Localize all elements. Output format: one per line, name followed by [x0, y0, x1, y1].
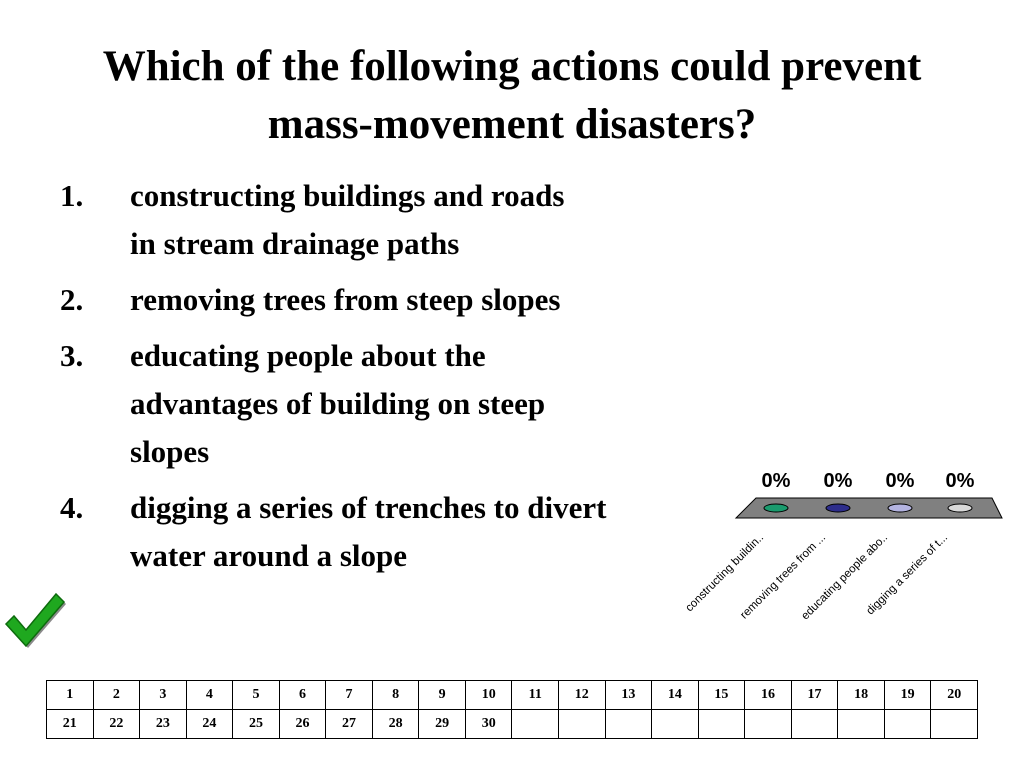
grid-cell	[558, 709, 606, 739]
grid-cell: 19	[883, 680, 932, 710]
chart-bar	[887, 503, 913, 513]
option-number: 2.	[60, 282, 84, 317]
grid-cell: 1	[46, 680, 94, 710]
chart-value-label: 0%	[886, 470, 915, 492]
option-text: removing trees from steep slopes	[130, 282, 561, 317]
question-title: Which of the following actions could pre…	[0, 38, 1024, 154]
grid-cell: 2	[92, 680, 141, 710]
grid-cell: 29	[418, 709, 466, 739]
chart-value-label: 0%	[762, 470, 791, 492]
grid-cell: 8	[371, 680, 420, 710]
answer-option-1[interactable]: 1. constructing buildings and roads in s…	[60, 172, 650, 268]
grid-cell: 26	[278, 709, 327, 739]
grid-cell: 20	[930, 680, 978, 710]
option-text: digging a series of trenches to divert w…	[130, 490, 607, 573]
grid-cell	[744, 709, 792, 739]
grid-cell: 25	[232, 709, 280, 739]
option-text: educating people about the advantages of…	[130, 338, 546, 469]
grid-cell: 12	[558, 680, 606, 710]
response-chart: 0%0%0%0% constructing buildin..removing …	[684, 470, 1003, 622]
grid-cell: 4	[185, 680, 234, 710]
grid-cell	[697, 709, 746, 739]
chart-bar	[947, 503, 973, 513]
title-line-1: Which of the following actions could pre…	[102, 43, 922, 90]
answer-option-3[interactable]: 3. educating people about the advantages…	[60, 332, 650, 476]
chart-floor	[734, 497, 1003, 519]
chart-bar	[825, 503, 851, 513]
grid-cell	[837, 709, 885, 739]
grid-cell: 30	[464, 709, 513, 739]
answer-option-4[interactable]: 4. digging a series of trenches to diver…	[60, 484, 650, 580]
grid-cell	[604, 709, 653, 739]
grid-cell: 10	[464, 680, 513, 710]
title-line-2: mass-movement disasters?	[267, 101, 757, 148]
grid-cell: 7	[325, 680, 373, 710]
grid-cell: 23	[139, 709, 187, 739]
grid-cell: 15	[697, 680, 746, 710]
option-text: constructing buildings and roads in stre…	[130, 178, 565, 261]
option-number: 1.	[60, 178, 84, 213]
grid-cell: 22	[92, 709, 141, 739]
grid-cell	[790, 709, 839, 739]
grid-cell: 16	[744, 680, 792, 710]
chart-value-label: 0%	[946, 470, 975, 492]
grid-cell: 18	[837, 680, 885, 710]
grid-cell	[883, 709, 932, 739]
option-number: 3.	[60, 338, 84, 373]
grid-cell: 28	[371, 709, 420, 739]
grid-cell	[511, 709, 560, 739]
grid-cell: 13	[604, 680, 653, 710]
grid-cell: 3	[139, 680, 187, 710]
answer-option-2[interactable]: 2. removing trees from steep slopes	[60, 276, 650, 324]
grid-cell	[651, 709, 699, 739]
grid-cell: 21	[46, 709, 94, 739]
grid-cell	[930, 709, 978, 739]
grid-cell: 24	[185, 709, 234, 739]
grid-cell: 9	[418, 680, 466, 710]
grid-cell: 14	[651, 680, 699, 710]
answer-options: 1. constructing buildings and roads in s…	[60, 172, 650, 588]
grid-cell: 6	[278, 680, 327, 710]
grid-cell: 27	[325, 709, 373, 739]
chart-value-label: 0%	[824, 470, 853, 492]
option-number: 4.	[60, 490, 84, 525]
chart-bar	[763, 503, 789, 513]
grid-cell: 17	[790, 680, 839, 710]
checkmark-icon	[4, 592, 66, 648]
grid-cell: 11	[511, 680, 560, 710]
grid-cell: 5	[232, 680, 280, 710]
